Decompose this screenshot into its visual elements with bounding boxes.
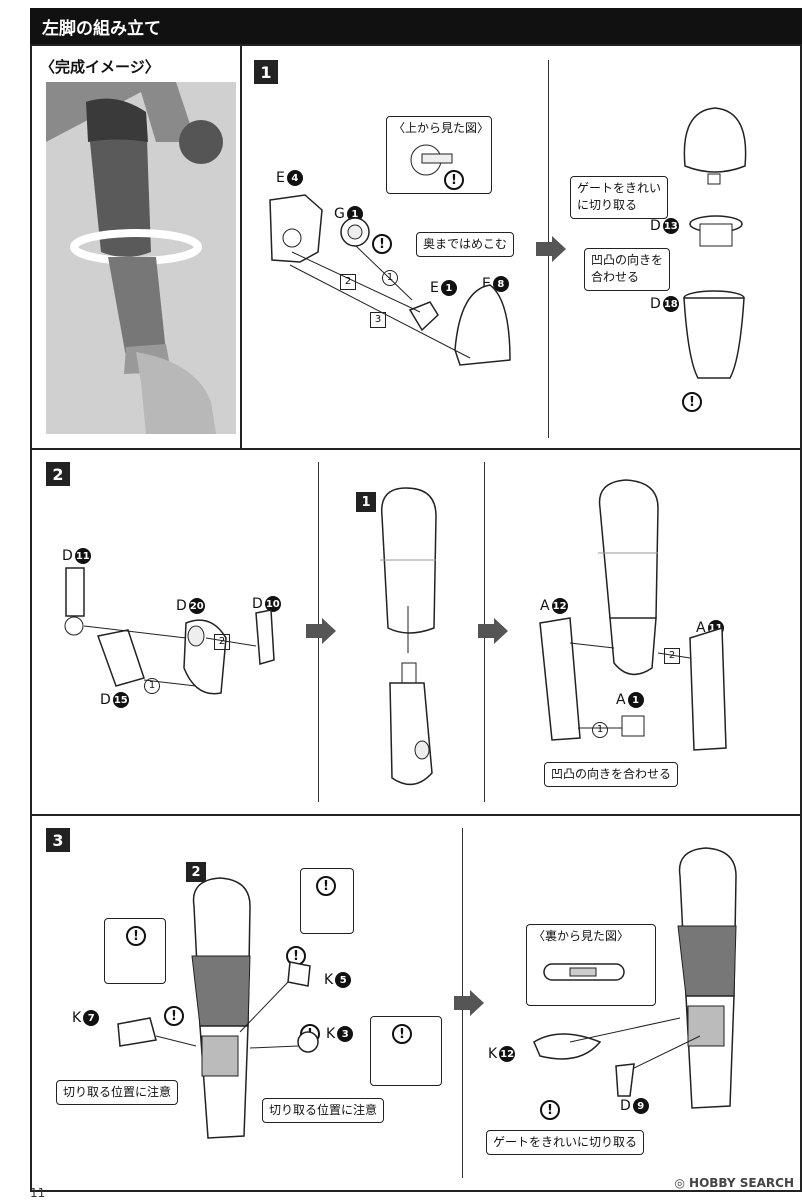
order-1: 1 xyxy=(592,722,608,738)
warning-icon: ! xyxy=(372,234,392,254)
brand-logo: ◎ HOBBY SEARCH xyxy=(674,1176,794,1190)
back-view-drawing xyxy=(543,963,625,981)
page-number: 11 xyxy=(30,1186,46,1200)
step2-parts-drawing xyxy=(64,567,275,695)
preview-label: 〈完成イメージ〉 xyxy=(40,58,160,76)
warning-icon: ! xyxy=(164,1006,184,1026)
cut-note-left: 切り取る位置に注意 xyxy=(56,1080,179,1106)
substep-number: 1 xyxy=(356,492,376,512)
warning-icon: ! xyxy=(682,392,702,412)
d18-shin-drawing xyxy=(683,290,745,379)
shin-cap-drawing xyxy=(683,107,747,185)
preview-leg-illustration xyxy=(46,82,236,434)
cut-note-right: 切り取る位置に注意 xyxy=(262,1098,385,1124)
step2-middle-drawing xyxy=(380,487,437,786)
order-2: 2 xyxy=(214,634,230,650)
next-arrow-icon xyxy=(536,236,566,262)
warning-icon: ! xyxy=(126,926,146,946)
next-arrow-icon xyxy=(454,990,484,1016)
section-step3 xyxy=(30,814,802,1192)
warning-icon: ! xyxy=(316,876,336,896)
step-number: 3 xyxy=(46,828,70,852)
top-view-peg xyxy=(410,144,453,176)
order-1: 1 xyxy=(382,270,398,286)
step3-right-drawing xyxy=(533,847,737,1109)
gate-note: ゲートをきれい に切り取る xyxy=(570,176,669,219)
step1-parts-drawing xyxy=(269,194,511,366)
page-title-bar: 左脚の組み立て xyxy=(30,8,802,44)
insert-note: 奥まではめこむ xyxy=(416,232,515,258)
next-arrow-icon xyxy=(306,618,336,644)
page-title: 左脚の組み立て xyxy=(42,18,161,39)
next-arrow-icon xyxy=(478,618,508,644)
brand-icon: ◎ xyxy=(674,1176,686,1190)
gate-note-step3: ゲートをきれいに切り取る xyxy=(486,1130,645,1156)
warning-icon: ! xyxy=(392,1024,412,1044)
substep-number: 2 xyxy=(186,862,206,882)
warning-icon: ! xyxy=(540,1100,560,1120)
order-2: 2 xyxy=(664,648,680,664)
step3-small-parts-drawing xyxy=(117,961,319,1053)
align-note-step2: 凹凸の向きを合わせる xyxy=(544,762,679,788)
warning-icon: ! xyxy=(444,170,464,190)
step-number: 1 xyxy=(254,60,278,84)
order-2: 2 xyxy=(340,274,356,290)
align-note: 凹凸の向きを 合わせる xyxy=(584,248,671,291)
top-view-label: 〈上から見た図〉 xyxy=(393,121,490,135)
d13-joint-drawing xyxy=(689,215,743,247)
k3-detail-callout xyxy=(370,1016,442,1086)
order-1: 1 xyxy=(144,678,160,694)
step-number: 2 xyxy=(46,462,70,486)
back-view-label: 〈裏から見た図〉 xyxy=(533,929,630,943)
step2-right-drawing xyxy=(539,479,727,751)
k5-detail-callout xyxy=(300,868,354,934)
step3-left-leg-drawing xyxy=(191,877,251,1139)
order-3: 3 xyxy=(370,312,386,328)
divider xyxy=(240,46,242,449)
